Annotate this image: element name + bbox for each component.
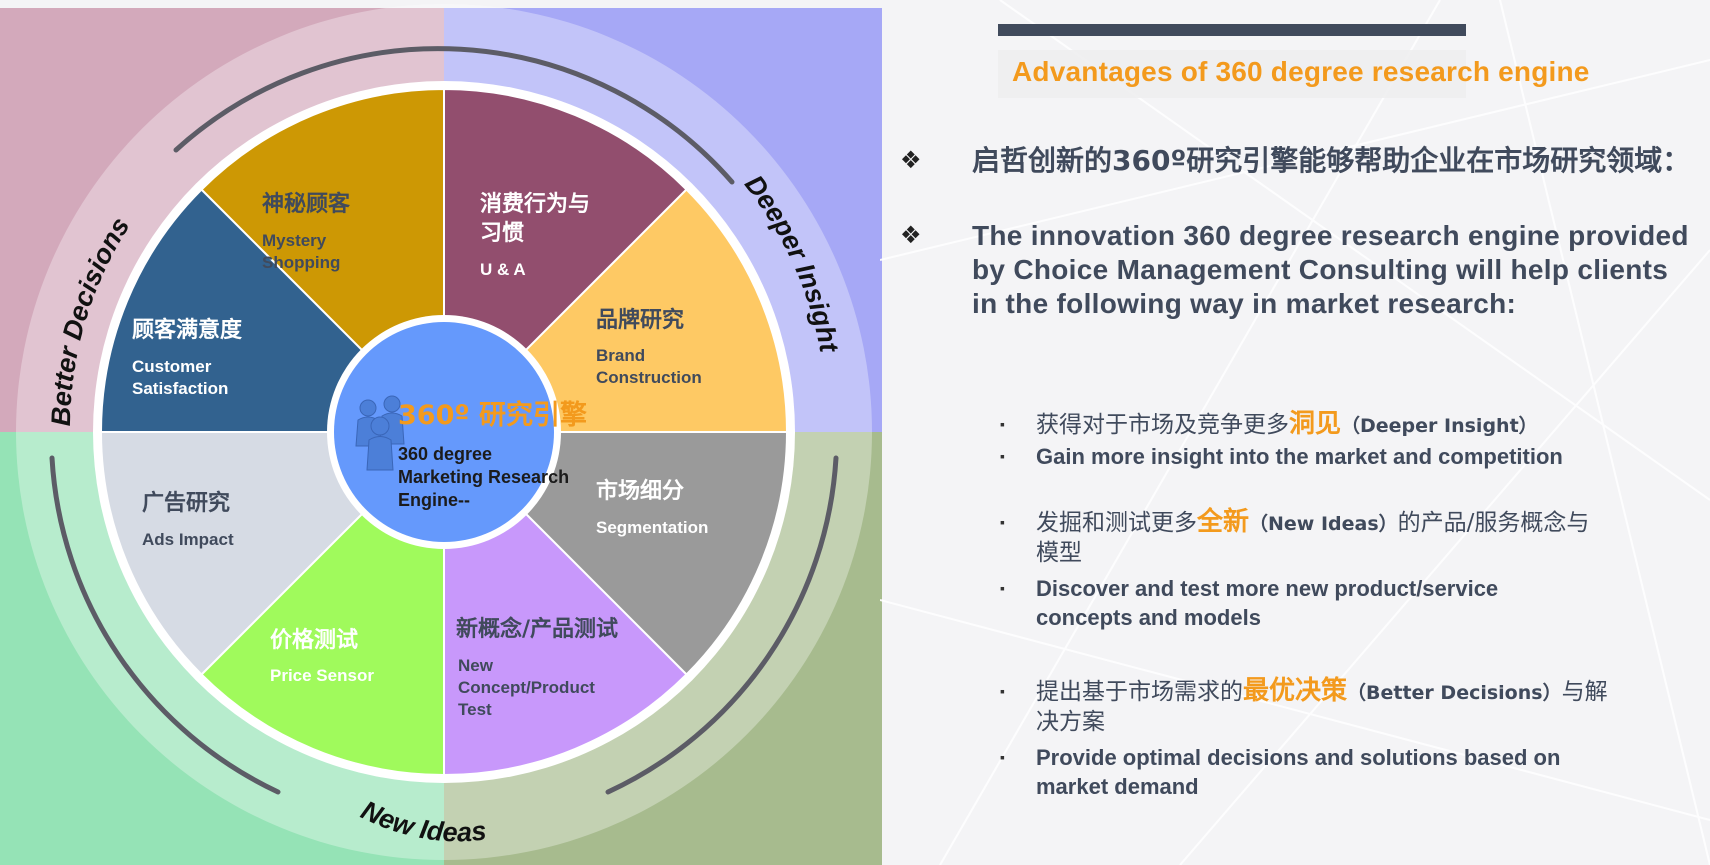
center-circle-fill bbox=[334, 322, 554, 542]
ring-arc-bottom-left bbox=[49, 455, 281, 795]
segment-satisfaction-cn: 顾客满意度 bbox=[132, 317, 243, 343]
segment-concept-en: New bbox=[458, 656, 494, 675]
item-2-cn-text: 发掘和测试更多全新（New Ideas）的产品/服务概念与模型 bbox=[1036, 508, 1596, 568]
item-2-cn-highlight: 全新 bbox=[1197, 507, 1250, 537]
square-bullet-icon: ▪ bbox=[1000, 580, 1005, 596]
diamond-bullet-icon: ❖ bbox=[900, 222, 922, 249]
item-3-cn-paren: （Better Decisions） bbox=[1347, 682, 1562, 704]
segment-mystery-cn: 神秘顾客 bbox=[262, 191, 351, 217]
item-2-cn-after: 的产品/服务概念与模型 bbox=[1036, 510, 1590, 566]
square-bullet-icon: ▪ bbox=[1000, 683, 1005, 699]
ring-arc-bottom-right bbox=[605, 455, 839, 795]
segment-brand-cn: 品牌研究 bbox=[596, 307, 684, 333]
center-title-cn: 360º 研究引擎 bbox=[398, 399, 587, 431]
segment-brand-en-2: Construction bbox=[596, 368, 702, 387]
center-title-en-2: Marketing Research bbox=[398, 467, 569, 487]
intro-cn-text: 启哲创新的360º研究引擎能够帮助企业在市场研究领域： bbox=[972, 144, 1691, 177]
item-3-cn-text: 提出基于市场需求的最优决策（Better Decisions）与解决方案 bbox=[1036, 677, 1616, 737]
item-1-cn-text: 获得对于市场及竞争更多洞见（Deeper Insight） bbox=[1036, 410, 1666, 441]
segment-mystery-en: Mystery bbox=[262, 231, 327, 250]
segment-ua-cn: 消费行为与 bbox=[480, 191, 590, 217]
item-3-cn-before: 提出基于市场需求的 bbox=[1036, 679, 1243, 705]
engine-wheel-diagram: 360º 研究引擎 360 degree Marketing Research … bbox=[0, 8, 882, 865]
center-title-en-1: 360 degree bbox=[398, 444, 492, 464]
people-group-icon bbox=[355, 395, 405, 471]
segment-brand-en: Brand bbox=[596, 346, 645, 365]
diamond-bullet-icon: ❖ bbox=[900, 147, 922, 174]
item-1-cn-paren: （Deeper Insight） bbox=[1341, 415, 1538, 437]
square-bullet-icon: ▪ bbox=[1000, 514, 1005, 530]
item-1-cn-before: 获得对于市场及竞争更多 bbox=[1036, 412, 1289, 438]
panel-title: Advantages of 360 degree research engine bbox=[1012, 56, 1590, 87]
segment-price-en: Price Sensor bbox=[270, 666, 374, 685]
segment-concept-en-3: Test bbox=[458, 700, 492, 719]
advantages-panel: Advantages of 360 degree research engine… bbox=[880, 0, 1710, 865]
item-3-cn-after: 与解决方案 bbox=[1036, 679, 1608, 735]
square-bullet-icon: ▪ bbox=[1000, 416, 1005, 432]
segment-concept-en-2: Concept/Product bbox=[458, 678, 595, 697]
item-1-en-text: Gain more insight into the market and co… bbox=[1036, 444, 1563, 469]
segment-satisfaction-en: Customer bbox=[132, 357, 212, 376]
segment-segmentation-cn: 市场细分 bbox=[596, 478, 684, 504]
segment-satisfaction-en-2: Satisfaction bbox=[132, 379, 228, 398]
segment-ads-cn: 广告研究 bbox=[142, 490, 230, 516]
segment-mystery-en-2: Shopping bbox=[262, 253, 340, 272]
title-box bbox=[998, 50, 1466, 98]
item-2-cn-before: 发掘和测试更多 bbox=[1036, 510, 1197, 536]
item-2-en-text: Discover and test more new product/servi… bbox=[1036, 576, 1499, 630]
intro-en-text: The innovation 360 degree research engin… bbox=[972, 220, 1689, 319]
item-1-cn-highlight: 洞见 bbox=[1289, 409, 1342, 439]
segment-segmentation-en: Segmentation bbox=[596, 518, 708, 537]
segment-concept-cn: 新概念/产品测试 bbox=[456, 616, 618, 642]
segment-price-cn: 价格测试 bbox=[270, 627, 358, 653]
square-bullet-icon: ▪ bbox=[1000, 448, 1005, 464]
ring-arc-top bbox=[173, 46, 735, 185]
item-2-cn-paren: （New Ideas） bbox=[1249, 513, 1398, 535]
background-lines bbox=[880, 0, 1710, 865]
segment-ads-en: Ads Impact bbox=[142, 530, 234, 549]
item-3-cn-highlight: 最优决策 bbox=[1243, 676, 1348, 706]
center-title-en-3: Engine-- bbox=[398, 490, 470, 510]
item-3-en-text: Provide optimal decisions and solutions … bbox=[1036, 745, 1561, 799]
square-bullet-icon: ▪ bbox=[1000, 749, 1005, 765]
title-bar bbox=[998, 24, 1466, 36]
segment-ua-en: U & A bbox=[480, 260, 526, 279]
segment-ua-cn-2: 习惯 bbox=[480, 221, 524, 246]
